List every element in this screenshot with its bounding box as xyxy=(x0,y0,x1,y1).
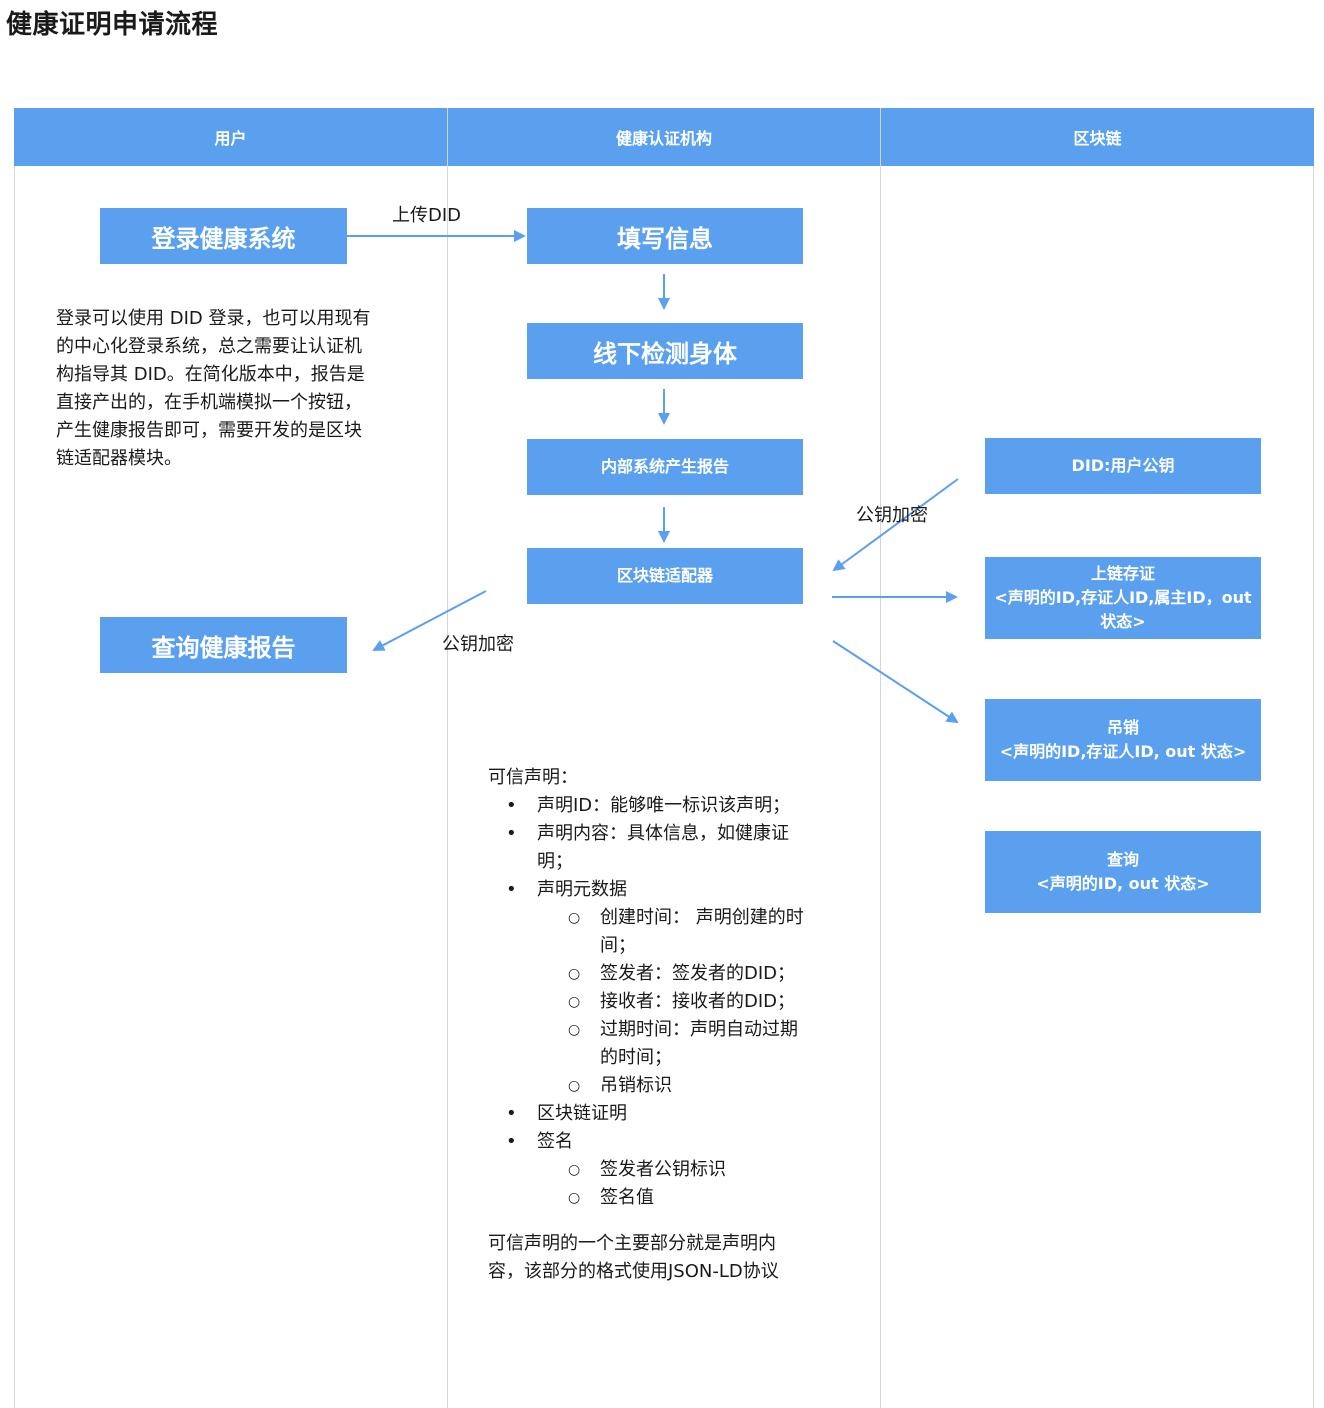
spec-subitem-signer-pubkey: 签发者公钥标识 xyxy=(488,1156,848,1184)
spec-text: 签发者：签发者的DID； xyxy=(600,963,796,984)
note-line: 链适配器模块。 xyxy=(56,448,182,469)
node-blockchain-adapter[interactable]: 区块链适配器 xyxy=(527,548,803,604)
spec-text: 创建时间： 声明创建的时 xyxy=(600,907,804,928)
spec-text: 签名值 xyxy=(600,1187,654,1208)
lane-header-label: 用户 xyxy=(214,129,247,148)
node-label: <声明的ID, out 状态> xyxy=(1036,874,1210,893)
spec-text: 可信声明的一个主要部分就是声明内 xyxy=(488,1233,776,1254)
page-title: 健康证明申请流程 xyxy=(6,10,219,40)
node-onchain-attest[interactable]: 上链存证 <声明的ID,存证人ID,属主ID，out 状态> xyxy=(985,557,1261,639)
node-did-pubkey[interactable]: DID:用户公钥 xyxy=(985,438,1261,494)
spec-item-blockchain-proof: 区块链证明 xyxy=(488,1100,848,1128)
node-label: <声明的ID,存证人ID,属主ID，out xyxy=(994,588,1252,607)
lane-divider-right xyxy=(1313,166,1314,1408)
note-line: 登录可以使用 DID 登录，也可以用现有 xyxy=(56,308,371,329)
node-label: 状态> xyxy=(1100,612,1146,631)
user-lane-note: 登录可以使用 DID 登录，也可以用现有 的中心化登录系统，总之需要让认证机 构… xyxy=(56,305,370,473)
spec-subitem-signer: 签发者：签发者的DID； xyxy=(488,960,848,988)
spec-item-signature: 签名 xyxy=(488,1128,848,1156)
spec-footer: 可信声明的一个主要部分就是声明内 容，该部分的格式使用JSON-LD协议 xyxy=(488,1230,848,1286)
spec-text: 签名 xyxy=(537,1131,573,1152)
lane-divider-2 xyxy=(880,108,881,1408)
node-label: 上链存证 xyxy=(1090,564,1155,583)
spec-heading: 可信声明： xyxy=(488,767,578,788)
spec-text: 过期时间：声明自动过期 xyxy=(600,1019,798,1040)
spec-text: 声明内容：具体信息，如健康证 xyxy=(537,823,789,844)
lane-divider-left xyxy=(14,166,15,1408)
node-query-health-report[interactable]: 查询健康报告 xyxy=(100,617,347,673)
node-revoke[interactable]: 吊销 <声明的ID,存证人ID, out 状态> xyxy=(985,699,1261,781)
node-label: 查询健康报告 xyxy=(151,633,296,662)
lane-header-label: 区块链 xyxy=(1073,129,1122,148)
spec-text: 容，该部分的格式使用JSON-LD协议 xyxy=(488,1261,779,1282)
node-label: 查询 xyxy=(1106,850,1139,869)
spec-subitem-signature-value: 签名值 xyxy=(488,1184,848,1212)
node-label: 线下检测身体 xyxy=(593,339,737,368)
spec-text: 签发者公钥标识 xyxy=(600,1159,726,1180)
node-label: 区块链适配器 xyxy=(616,566,713,585)
node-login-health-system[interactable]: 登录健康系统 xyxy=(100,208,347,264)
edge-label-pubkey-encrypt-right: 公钥加密 xyxy=(856,505,928,526)
note-line: 产生健康报告即可，需要开发的是区块 xyxy=(56,420,362,441)
spec-text: 吊销标识 xyxy=(600,1075,672,1096)
arrow-did-to-adapter xyxy=(832,478,959,572)
spec-subitem-receiver: 接收者：接收者的DID； xyxy=(488,988,848,1016)
arrow-adapter-to-query-report xyxy=(372,590,487,651)
spec-subitem-revoke-flag: 吊销标识 xyxy=(488,1072,848,1100)
lane-header-label: 健康认证机构 xyxy=(615,129,712,148)
note-line: 的中心化登录系统，总之需要让认证机 xyxy=(56,336,362,357)
lane-divider-1 xyxy=(447,108,448,1408)
node-offline-check[interactable]: 线下检测身体 xyxy=(527,323,803,379)
edge-label-upload-did: 上传DID xyxy=(392,205,462,226)
spec-item-claim-metadata: 声明元数据 xyxy=(488,876,848,904)
node-label: 登录健康系统 xyxy=(151,224,296,253)
node-label: 内部系统产生报告 xyxy=(600,457,729,476)
spec-text: 的时间； xyxy=(600,1047,672,1068)
spec-item-claim-id: 声明ID：能够唯一标识该声明； xyxy=(488,792,848,820)
spec-text: 间； xyxy=(600,935,636,956)
node-query[interactable]: 查询 <声明的ID, out 状态> xyxy=(985,831,1261,913)
note-line: 构指导其 DID。在简化版本中，报告是 xyxy=(56,364,365,385)
lane-header-blockchain: 区块链 xyxy=(881,108,1314,166)
spec-text: 明； xyxy=(537,851,573,872)
arrow-adapter-to-revoke xyxy=(832,640,959,724)
spec-text: 接收者：接收者的DID； xyxy=(600,991,796,1012)
node-fill-info[interactable]: 填写信息 xyxy=(527,208,803,264)
lane-header-health-authority: 健康认证机构 xyxy=(448,108,880,166)
node-label: 填写信息 xyxy=(617,224,713,253)
node-label: 吊销 xyxy=(1106,718,1139,737)
lane-header-user: 用户 xyxy=(14,108,447,166)
edge-label-pubkey-encrypt-left: 公钥加密 xyxy=(442,634,514,655)
spec-text: 声明ID：能够唯一标识该声明； xyxy=(537,795,791,816)
spec-text: 声明元数据 xyxy=(537,879,627,900)
node-label: DID:用户公钥 xyxy=(1071,456,1175,475)
spec-text: 区块链证明 xyxy=(537,1103,627,1124)
node-internal-report[interactable]: 内部系统产生报告 xyxy=(527,439,803,495)
node-label: <声明的ID,存证人ID, out 状态> xyxy=(999,742,1247,761)
note-line: 直接产出的，在手机端模拟一个按钮， xyxy=(56,392,362,413)
